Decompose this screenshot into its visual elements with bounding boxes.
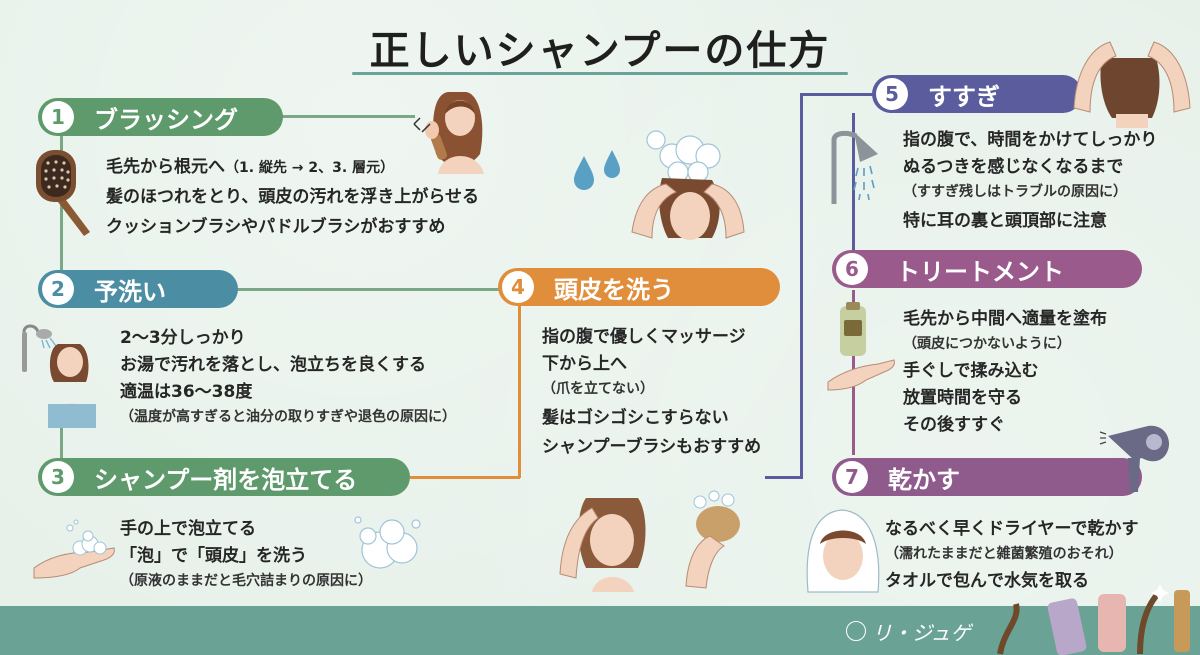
step-6-header: 6 トリートメント (832, 250, 1142, 288)
step-1-label: ブラッシング (94, 105, 238, 134)
step-3-label: シャンプー剤を泡立てる (94, 465, 358, 494)
hairbrush-icon (36, 150, 90, 236)
hair-dryer-icon (1099, 425, 1170, 492)
step-7-number: 7 (836, 461, 868, 493)
step-1-line-2: 髪のほつれをとり、頭皮の汚れを浮き上がらせる (106, 187, 479, 207)
step-2-header: 2 予洗い (38, 270, 238, 308)
title-underline (352, 72, 848, 75)
hands-washing-scalp-icon (631, 130, 745, 240)
towel-woman-icon (806, 509, 880, 593)
step-5-header: 5 すすぎ (872, 75, 1082, 113)
step-4-line-1: 指の腹で優しくマッサージ (542, 327, 746, 347)
step-6-line-4: 放置時間を守る (903, 388, 1022, 408)
connector-4-5-b (765, 476, 803, 479)
step-3-header: 3 シャンプー剤を泡立てる (38, 458, 410, 496)
step-4-number: 4 (502, 271, 534, 303)
connector-4-v (518, 305, 521, 478)
step-6-line-5: その後すすぐ (903, 415, 1005, 435)
connector-2-4 (235, 288, 505, 291)
step-7-line-1: なるべく早くドライヤーで乾かす (885, 519, 1139, 539)
step-5-line-1: 指の腹で、時間をかけてしっかり (903, 130, 1158, 150)
water-drops-icon (574, 150, 620, 190)
woman-brushing-hair-icon (413, 92, 484, 174)
step-6-line-2: （頭皮につかないように） (903, 336, 1071, 352)
step-1-line-3: クッションブラシやパドルブラシがおすすめ (106, 217, 446, 237)
step-4-header: 4 頭皮を洗う (498, 268, 780, 306)
treatment-tube-icon (827, 302, 895, 391)
step-7-label: 乾かす (888, 465, 960, 494)
step-2-label: 予洗い (94, 277, 166, 306)
step-2-line-3: 適温は36〜38度 (120, 382, 253, 402)
shower-head-icon (36, 329, 52, 339)
hand-palm-icon (827, 359, 895, 391)
massage-head-icon (559, 498, 646, 592)
step-6-number: 6 (836, 253, 868, 285)
shampoo-brush-icon (685, 490, 740, 589)
step-6-line-1: 毛先から中間へ適量を塗布 (903, 309, 1107, 329)
step-2-line-4: （温度が高すぎると油分の取りすぎや退色の原因に） (120, 409, 456, 425)
connector-2-3 (60, 420, 63, 460)
step-5-number: 5 (876, 78, 908, 110)
step-4-line-2: 下から上へ (542, 354, 627, 374)
step-6-label: トリートメント (896, 257, 1064, 286)
connector-1-h (280, 115, 415, 118)
step-4-line-5: シャンプーブラシもおすすめ (542, 437, 762, 457)
rinse-shower-icon (831, 130, 878, 204)
foam-bubbles-icon (354, 516, 421, 569)
step-7-line-2: （濡れたままだと雑菌繁殖のおそれ） (885, 546, 1123, 562)
foam-hand-icon (33, 519, 115, 579)
step-1-line-1: 毛先から根元へ（1. 縦先 → 2、3. 層元） (106, 157, 395, 177)
step-1-number: 1 (42, 101, 74, 133)
brand-logo: リ・ジュゲ (846, 617, 971, 645)
step-2-line-1: 2〜3分しっかり (120, 328, 246, 348)
step-2-number: 2 (42, 273, 74, 305)
brand-logo-text: リ・ジュゲ (872, 620, 971, 645)
step-4-line-3: （爪を立てない） (542, 381, 654, 397)
step-5-line-2: ぬるつきを感じなくなるまで (903, 157, 1124, 177)
step-5-line-4: 特に耳の裏と頭頂部に注意 (903, 211, 1107, 231)
logo-seal-icon (846, 621, 866, 641)
step-2-line-2: お湯で汚れを落とし、泡立ちを良くする (120, 355, 426, 375)
connector-4-5-h (800, 93, 880, 96)
connector-4-5 (800, 93, 803, 478)
step-4-label: 頭皮を洗う (554, 275, 674, 304)
hands-on-head-icon (1073, 41, 1191, 128)
step-3-line-2: 「泡」で「頭皮」を洗う (120, 546, 307, 566)
step-7-header: 7 乾かす (832, 458, 1142, 496)
step-1-header: 1 ブラッシング (38, 98, 283, 136)
step-3-line-3: （原液のままだと毛穴詰まりの原因に） (120, 573, 372, 589)
connector-3-4 (410, 476, 520, 479)
step-3-line-1: 手の上で泡立てる (120, 519, 256, 539)
hair-products-icon (997, 584, 1190, 655)
step-4-line-4: 髪はゴシゴシこすらない (542, 408, 729, 428)
woman-rinsing-icon (22, 324, 96, 428)
connector-5-6 (852, 113, 855, 263)
page-title: 正しいシャンプーの仕方 (369, 28, 831, 74)
step-6-line-3: 手ぐしで揉み込む (903, 361, 1039, 381)
step-5-line-3: （すすぎ残しはトラブルの原因に） (903, 184, 1127, 200)
step-3-number: 3 (42, 461, 74, 493)
step-7-line-3: タオルで包んで水気を取る (885, 571, 1089, 591)
step-5-label: すすぎ (928, 82, 1000, 111)
